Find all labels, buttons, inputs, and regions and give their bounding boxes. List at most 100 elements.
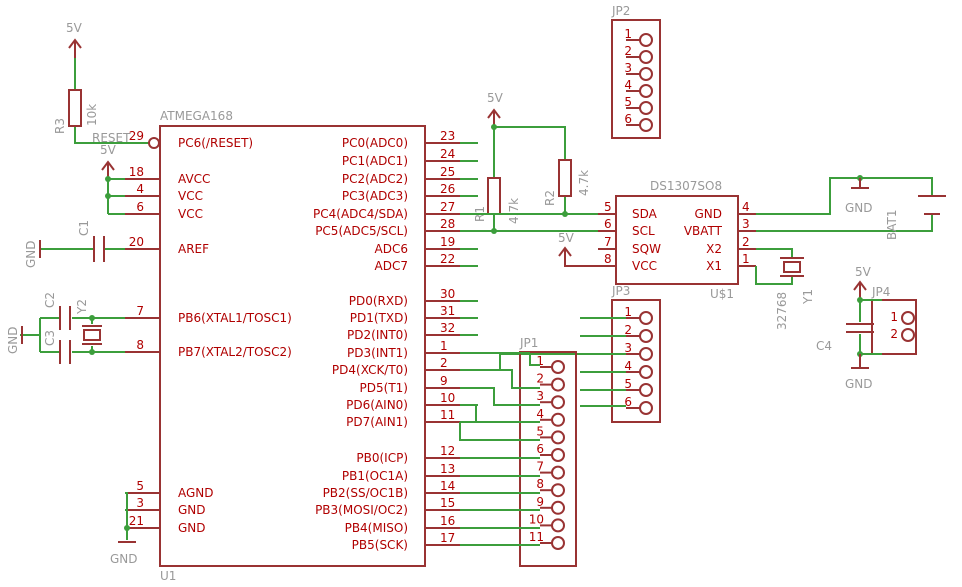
ds-pin-number: 2 bbox=[742, 235, 750, 249]
r2-value: 4.7k bbox=[577, 170, 591, 196]
wire-y1 bbox=[755, 248, 793, 285]
u1-pin-name: PC3(ADC3) bbox=[342, 189, 408, 203]
ds1307-name: DS1307SO8 bbox=[650, 179, 722, 193]
u1-pin-name: PB7(XTAL2/TOSC2) bbox=[178, 345, 292, 359]
header-pad bbox=[551, 395, 565, 410]
c2-label: C2 bbox=[43, 292, 57, 308]
header-pad bbox=[551, 518, 565, 533]
header-pad bbox=[639, 84, 653, 98]
jp4-pad bbox=[901, 328, 915, 342]
header-pad bbox=[551, 500, 565, 515]
ds-pin-name: X2 bbox=[706, 242, 722, 256]
u1-pin-number: 20 bbox=[129, 235, 144, 249]
wire-i2c bbox=[460, 213, 598, 232]
u1-pin-number: 16 bbox=[440, 514, 455, 528]
u1-pin-number: 26 bbox=[440, 182, 455, 196]
jp4-pins: 12 bbox=[890, 310, 915, 342]
u1-pin-name: PB0(ICP) bbox=[356, 451, 408, 465]
header-pin-number: 6 bbox=[624, 395, 632, 409]
u1-pin-name: PC0(ADC0) bbox=[342, 136, 408, 150]
u1-pin-name: PD0(RXD) bbox=[349, 294, 408, 308]
wire-xtal bbox=[20, 317, 125, 353]
header-pad bbox=[551, 465, 565, 480]
u1-pin-number: 28 bbox=[440, 217, 455, 231]
y1-value: 32768 bbox=[775, 292, 789, 330]
u1-pin-name: PB3(MOSI/OC2) bbox=[315, 503, 408, 517]
u1-name: ATMEGA168 bbox=[160, 109, 233, 123]
y2-plates bbox=[82, 325, 102, 345]
gnd-c1-label: GND bbox=[24, 240, 38, 268]
ds-pin-name: SCL bbox=[632, 224, 655, 238]
ds-pin-number: 5 bbox=[604, 200, 612, 214]
header-pad bbox=[639, 401, 653, 415]
u1-pin-name: PB5(SCK) bbox=[352, 538, 408, 552]
header-pin-number: 6 bbox=[536, 442, 544, 456]
c4-plates bbox=[846, 323, 874, 333]
header-pin-number: 2 bbox=[536, 372, 544, 386]
ds-pin-name: GND bbox=[694, 207, 722, 221]
ds1307-ref: U$1 bbox=[710, 287, 734, 301]
ds-pin-number: 6 bbox=[604, 217, 612, 231]
jp4-pin-number: 2 bbox=[890, 327, 898, 341]
u1-pin-name: PD5(T1) bbox=[360, 381, 408, 395]
bat-plates bbox=[918, 195, 946, 215]
jp4-body bbox=[871, 299, 917, 355]
jp2-label: JP2 bbox=[611, 4, 630, 18]
y2-label: Y2 bbox=[75, 299, 89, 315]
header-pin-number: 1 bbox=[536, 354, 544, 368]
u1-pin-name: ADC7 bbox=[375, 259, 408, 273]
ds-pin-name: SQW bbox=[632, 242, 661, 256]
wire-reset bbox=[74, 58, 148, 144]
wire-battery bbox=[756, 177, 933, 232]
u1-pin-number: 12 bbox=[440, 444, 455, 458]
header-pin-number: 5 bbox=[624, 377, 632, 391]
v5-jp4-label: 5V bbox=[855, 265, 872, 279]
jp4-pad bbox=[901, 311, 915, 325]
v5-top-label: 5V bbox=[66, 21, 83, 35]
gnd-u1-label: GND bbox=[110, 552, 138, 566]
jp1-label: JP1 bbox=[519, 336, 538, 350]
u1-ref: U1 bbox=[160, 569, 176, 583]
u1-pin-number: 22 bbox=[440, 252, 455, 266]
gnd-c4-label: GND bbox=[845, 377, 873, 391]
u1-pin-number: 32 bbox=[440, 321, 455, 335]
u1-right-pins: 23PC0(ADC0)24PC1(ADC1)25PC2(ADC2)26PC3(A… bbox=[313, 129, 478, 552]
u1-pin-number: 8 bbox=[136, 338, 144, 352]
u1-pin-name: PD6(AIN0) bbox=[346, 398, 408, 412]
ds-pin-name: X1 bbox=[706, 259, 722, 273]
gnd-xtal-label: GND bbox=[6, 326, 20, 354]
v5-vcc8-arrow bbox=[558, 246, 598, 267]
u1-pin-number: 25 bbox=[440, 165, 455, 179]
c1-plates bbox=[93, 236, 105, 262]
gnd-c4-symbol bbox=[851, 354, 869, 369]
header-pad bbox=[639, 347, 653, 361]
u1-pin-number: 7 bbox=[136, 304, 144, 318]
u1-pin-number: 2 bbox=[440, 356, 448, 370]
header-pad bbox=[551, 536, 565, 550]
u1-pin-number: 10 bbox=[440, 391, 455, 405]
c3-label: C3 bbox=[43, 330, 57, 346]
header-pin-number: 10 bbox=[529, 512, 544, 526]
y1-plates bbox=[780, 257, 804, 277]
u1-pin-name: ADC6 bbox=[375, 242, 408, 256]
header-pin-number: 4 bbox=[624, 78, 632, 92]
ds-pin-name: VCC bbox=[632, 259, 657, 273]
u1-pin-name: PB1(OC1A) bbox=[342, 469, 408, 483]
u1-body bbox=[159, 125, 426, 567]
u1-pin-number: 6 bbox=[136, 200, 144, 214]
header-pin-number: 11 bbox=[529, 530, 544, 544]
u1-pin-number: 24 bbox=[440, 147, 455, 161]
u1-pin-number: 21 bbox=[129, 514, 144, 528]
header-pad bbox=[551, 377, 565, 392]
jp2-body bbox=[611, 19, 661, 139]
u1-pin-number: 4 bbox=[136, 182, 144, 196]
u1-pin-name: PC5(ADC5/SCL) bbox=[315, 224, 408, 238]
bat-label: BAT1 bbox=[885, 210, 899, 240]
u1-pin-number: 14 bbox=[440, 479, 455, 493]
c4-label: C4 bbox=[816, 339, 832, 353]
